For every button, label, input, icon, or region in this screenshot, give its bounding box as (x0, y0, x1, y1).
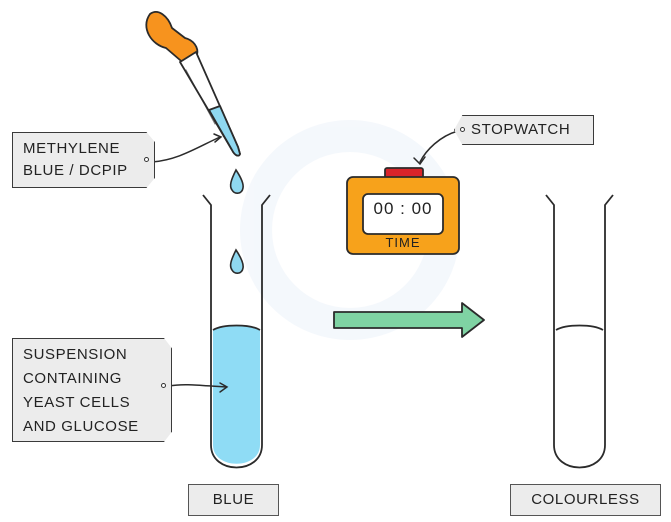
suspension-label-line-4: AND GLUCOSE (23, 418, 139, 435)
tag-hole (144, 157, 149, 162)
suspension-label-line-3: YEAST CELLS (23, 394, 131, 411)
dropper-icon (145, 11, 241, 157)
indicator-label: METHYLENE BLUE / DCPIP (12, 132, 155, 188)
start-state-label: BLUE (188, 484, 279, 516)
tag-hole (161, 383, 166, 388)
test-tube-icon (545, 194, 614, 469)
timer-display: 00 : 00 (373, 199, 433, 218)
tag-hole (460, 127, 465, 132)
timer-caption: TIME (385, 235, 421, 250)
indicator-label-line-1: METHYLENE (23, 140, 121, 157)
test-tube-icon (202, 194, 271, 469)
indicator-label-line-2: BLUE / DCPIP (23, 162, 128, 179)
stopwatch-label: STOPWATCH (454, 115, 594, 145)
arrow-icon (333, 302, 485, 338)
stopwatch-icon (346, 167, 460, 255)
end-state-label: COLOURLESS (510, 484, 661, 516)
connector-lines (151, 130, 459, 393)
suspension-label-line-2: CONTAINING (23, 370, 123, 387)
suspension-label-line-1: SUSPENSION (23, 346, 128, 363)
drop-icon (229, 168, 244, 194)
drop-icon (229, 248, 244, 274)
suspension-label: SUSPENSION CONTAINING YEAST CELLS AND GL… (12, 338, 172, 442)
